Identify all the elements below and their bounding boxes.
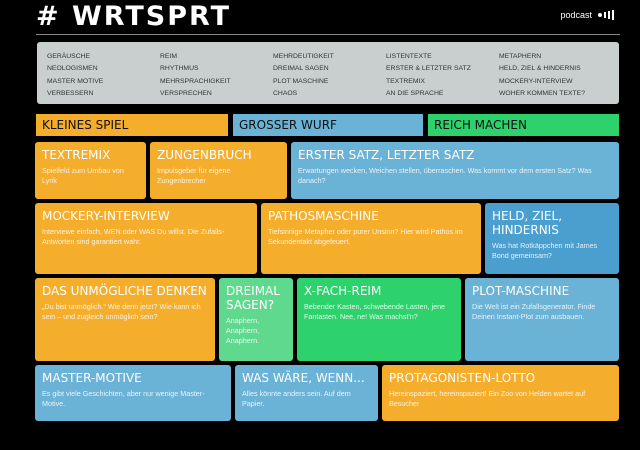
tile-erster-satz[interactable]: ERSTER SATZ, LETZTER SATZ Erwartungen we… [291,142,619,199]
menu-item[interactable]: DREIMAL SAGEN [273,65,329,73]
tile-description: Was hat Rotkäppchen mit James Bond gemei… [492,241,598,260]
tile-description: Interviewe einfach, WEN oder WAS Du will… [42,227,225,246]
podcast-link[interactable]: podcast [560,10,614,20]
tile-zungenbruch[interactable]: ZUNGENBRUCH Impulsgeber für eigene Zunge… [150,142,287,199]
menu-column: REIM RHYTHMUS MEHRSPRACHIGKEIT VERSPRECH… [160,51,273,104]
tab-reich-machen[interactable]: REICH MACHEN [428,114,619,136]
menu-item[interactable]: VERSPRECHEN [160,90,212,98]
menu-item[interactable]: MEHRDEUTIGKEIT [273,53,334,60]
audio-bars-icon [598,10,614,20]
tile-unmoegliche-denken[interactable]: DAS UNMÖGLICHE DENKEN „Du bist unmöglich… [35,278,215,361]
tile-title: PATHOSMASCHINE [268,209,379,223]
header-divider [36,34,620,35]
tile-description: Alles könnte anders sein. Auf dem Papier… [242,389,351,408]
menu-item[interactable]: WOHER KOMMEN TEXTE? [499,90,585,98]
menu-item[interactable]: GERÄUSCHE [47,53,91,60]
tile-title: X-FACH-REIM [304,284,382,298]
menu-item[interactable]: MASTER MOTIVE [47,77,104,85]
tab-grosser-wurf[interactable]: GROSSER WURF [233,114,423,136]
tile-description: Bebender Kasten, schwebende Lasten, jene… [304,302,446,321]
tile-description: Hereinspaziert, hereinspaziert! Ein Zoo … [389,389,586,408]
tile-held-ziel-hindernis[interactable]: HELD, ZIEL, HINDERNIS Was hat Rotkäppche… [485,203,619,274]
tile-title: ZUNGENBRUCH [157,148,252,162]
menu-item[interactable]: ERSTER & LETZTER SATZ [386,65,471,73]
header: # WRTSPRT podcast [0,0,640,34]
tile-description: Impulsgeber für eigene Zungenbrecher [157,166,231,185]
tile-master-motive[interactable]: MASTER-MOTIVE Es gibt viele Geschichten,… [35,365,231,421]
menu-item[interactable]: NEOLOGISMEN [47,65,98,73]
topic-menu: GERÄUSCHE NEOLOGISMEN MASTER MOTIVE VERB… [37,42,619,104]
menu-column: LISTENTEXTE ERSTER & LETZTER SATZ TEXTRE… [386,51,499,104]
menu-item[interactable]: REIM [160,53,177,60]
menu-item[interactable]: TEXTREMIX [386,77,425,85]
menu-item[interactable]: CHAOS [273,90,298,98]
tile-description: Erwartungen wecken, Weichen stellen, übe… [298,166,592,185]
tile-x-fach-reim[interactable]: X-FACH-REIM Bebender Kasten, schwebende … [297,278,461,361]
menu-item[interactable]: VERBESSERN [47,90,94,98]
tile-title: PLOT-MASCHINE [472,284,570,298]
podcast-label: podcast [560,10,592,20]
tile-description: Die Welt ist ein Zufallsgenerator. Finde… [472,302,596,321]
menu-item[interactable]: LISTENTEXTE [386,53,432,60]
menu-item[interactable]: METAPHERN [499,53,542,60]
menu-item[interactable]: PLOT MASCHINE [273,77,329,85]
tile-mockery-interview[interactable]: MOCKERY-INTERVIEW Interviewe einfach, WE… [35,203,257,274]
menu-item[interactable]: MOCKERY-INTERVIEW [499,77,573,85]
tile-title: DREIMAL SAGEN? [226,284,280,312]
tile-was-waere-wenn[interactable]: WAS WÄRE, WENN... Alles könnte anders se… [235,365,378,421]
tile-title: TEXTREMIX [42,148,111,162]
tile-protagonisten-lotto[interactable]: PROTAGONISTEN-LOTTO Hereinspaziert, here… [382,365,619,421]
menu-column: METAPHERN HELD, ZIEL & HINDERNIS MOCKERY… [499,51,612,104]
tile-title: ERSTER SATZ, LETZTER SATZ [298,148,475,162]
tile-title: WAS WÄRE, WENN... [242,371,365,385]
tile-title: DAS UNMÖGLICHE DENKEN [42,284,207,298]
site-logo[interactable]: # WRTSPRT [36,1,232,32]
tile-title: HELD, ZIEL, HINDERNIS [492,209,563,237]
tile-pathosmaschine[interactable]: PATHOSMASCHINE Tiefsinnige Metapher oder… [261,203,481,274]
tab-kleines-spiel[interactable]: KLEINES SPIEL [36,114,228,136]
tile-description: Tiefsinnige Metapher oder purer Unsinn? … [268,227,463,246]
menu-column: MEHRDEUTIGKEIT DREIMAL SAGEN PLOT MASCHI… [273,51,386,104]
tile-title: MASTER-MOTIVE [42,371,142,385]
tile-dreimal-sagen[interactable]: DREIMAL SAGEN? Anaphern, Anaphern, Anaph… [219,278,293,361]
tile-title: MOCKERY-INTERVIEW [42,209,170,223]
tile-textremix[interactable]: TEXTREMIX Spielfeld zum Umbau von Lyrik [35,142,146,199]
tile-plot-maschine[interactable]: PLOT-MASCHINE Die Welt ist ein Zufallsge… [465,278,619,361]
tile-description: Es gibt viele Geschichten, aber nur weni… [42,389,205,408]
tile-description: Spielfeld zum Umbau von Lyrik [42,166,124,185]
tile-title: PROTAGONISTEN-LOTTO [389,371,536,385]
menu-item[interactable]: HELD, ZIEL & HINDERNIS [499,65,581,73]
menu-item[interactable]: AN DIE SPRACHE [386,90,444,98]
menu-item[interactable]: RHYTHMUS [160,65,199,73]
menu-item[interactable]: MEHRSPRACHIGKEIT [160,77,231,85]
menu-column: GERÄUSCHE NEOLOGISMEN MASTER MOTIVE VERB… [47,51,160,104]
tile-description: Anaphern, Anaphern, Anaphern. [226,316,260,345]
tile-description: „Du bist unmöglich.“ Wie denn jetzt? Wie… [42,302,201,321]
